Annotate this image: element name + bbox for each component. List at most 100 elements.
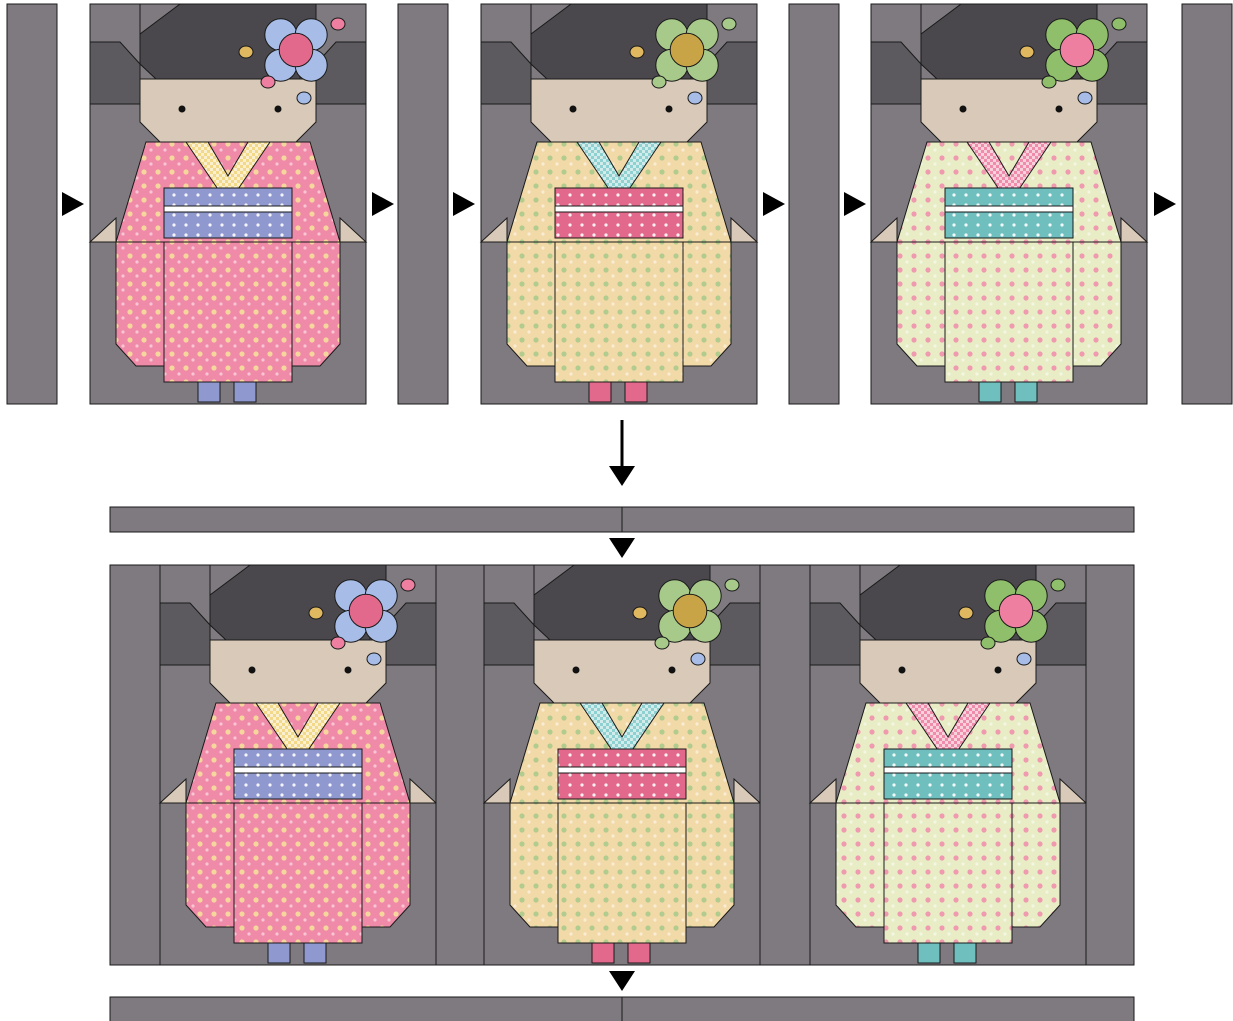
obi-lower <box>555 212 683 238</box>
hair-bead <box>331 637 345 649</box>
flower-center <box>1060 33 1094 67</box>
arrow-down <box>609 538 635 558</box>
foot-left <box>198 382 220 402</box>
sashing-vertical <box>7 4 57 404</box>
hair-bead <box>691 653 705 665</box>
arrow-right <box>372 192 394 216</box>
sashing-vertical <box>789 4 839 404</box>
sashing-vertical <box>760 565 810 965</box>
hair-bead <box>1017 653 1031 665</box>
hair-bead <box>331 18 345 30</box>
foot-left <box>592 943 614 963</box>
hair-bead <box>297 92 311 104</box>
hair-bead <box>725 579 739 591</box>
obi <box>164 188 292 206</box>
obi-lower <box>945 212 1073 238</box>
obi <box>234 749 362 767</box>
obi-band <box>945 206 1073 212</box>
hair-bead <box>633 607 647 619</box>
foot-right <box>304 943 326 963</box>
hair-bead <box>1078 92 1092 104</box>
hair-bead <box>1112 18 1126 30</box>
hair-bead <box>630 46 644 58</box>
obi-lower <box>558 773 686 799</box>
sashing-vertical <box>110 565 160 965</box>
kimono-front <box>884 803 1012 943</box>
obi <box>945 188 1073 206</box>
arrow-right <box>844 192 866 216</box>
sashing-vertical <box>398 4 448 404</box>
obi-lower <box>884 773 1012 799</box>
flower-center <box>670 33 704 67</box>
face <box>860 640 1036 703</box>
hair-bead <box>959 607 973 619</box>
sashing-vertical <box>436 565 486 965</box>
foot-right <box>628 943 650 963</box>
flower-center <box>279 33 313 67</box>
arrow-right <box>453 192 475 216</box>
hair-bead <box>309 607 323 619</box>
hair-bead <box>652 76 666 88</box>
hair-bead <box>655 637 669 649</box>
obi-band <box>555 206 683 212</box>
eye-left <box>899 667 906 674</box>
face <box>210 640 386 703</box>
obi-band <box>558 767 686 773</box>
face <box>921 79 1097 142</box>
face <box>140 79 316 142</box>
kimono-front <box>234 803 362 943</box>
obi-lower <box>234 773 362 799</box>
diagram-layer <box>7 4 1232 1021</box>
foot-right <box>234 382 256 402</box>
hair-bead <box>1051 579 1065 591</box>
arrow-down <box>609 971 635 991</box>
arrow-down <box>609 466 635 486</box>
eye-right <box>995 667 1002 674</box>
sashing-vertical <box>1086 565 1134 965</box>
eye-right <box>345 667 352 674</box>
eye-right <box>1056 106 1063 113</box>
eye-right <box>275 106 282 113</box>
hair-bead <box>239 46 253 58</box>
sashing-vertical <box>1182 4 1232 404</box>
eye-right <box>666 106 673 113</box>
kimono-front <box>164 242 292 382</box>
foot-left <box>268 943 290 963</box>
arrow-right <box>62 192 84 216</box>
hair-bead <box>1020 46 1034 58</box>
kimono-front <box>555 242 683 382</box>
obi <box>884 749 1012 767</box>
eye-left <box>570 106 577 113</box>
foot-right <box>954 943 976 963</box>
hair-bead <box>401 579 415 591</box>
kimono-front <box>558 803 686 943</box>
foot-left <box>918 943 940 963</box>
flower-center <box>673 594 707 628</box>
foot-right <box>625 382 647 402</box>
hair-bead <box>367 653 381 665</box>
obi-band <box>164 206 292 212</box>
hair-bead <box>981 637 995 649</box>
eye-left <box>573 667 580 674</box>
flower-center <box>999 594 1033 628</box>
hair-bead <box>261 76 275 88</box>
eye-left <box>249 667 256 674</box>
obi-lower <box>164 212 292 238</box>
foot-left <box>589 382 611 402</box>
foot-right <box>1015 382 1037 402</box>
kimono-front <box>945 242 1073 382</box>
hair-bead <box>1042 76 1056 88</box>
face <box>534 640 710 703</box>
obi-band <box>884 767 1012 773</box>
eye-left <box>179 106 186 113</box>
hair-bead <box>722 18 736 30</box>
obi <box>555 188 683 206</box>
flower-center <box>349 594 383 628</box>
obi <box>558 749 686 767</box>
eye-left <box>960 106 967 113</box>
face <box>531 79 707 142</box>
eye-right <box>669 667 676 674</box>
arrow-right <box>1154 192 1176 216</box>
hair-bead <box>688 92 702 104</box>
